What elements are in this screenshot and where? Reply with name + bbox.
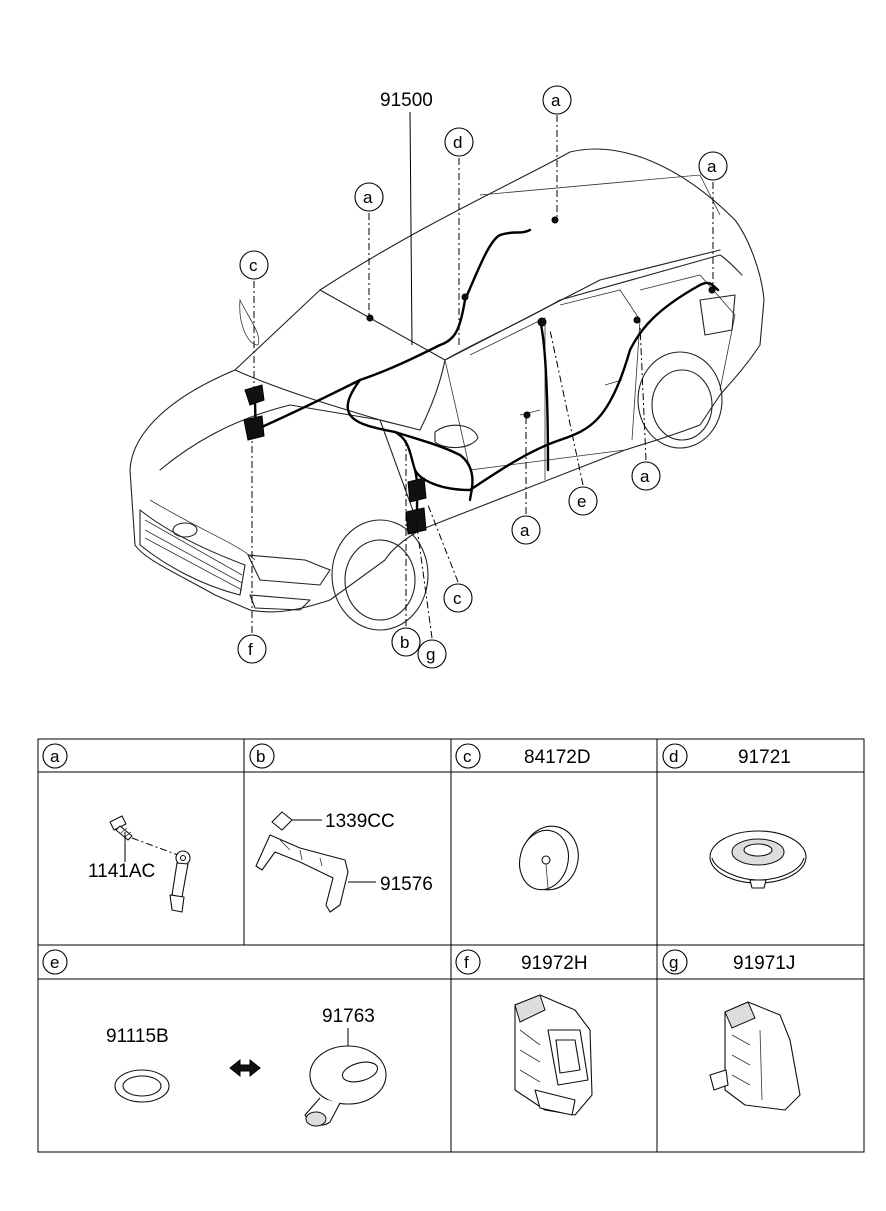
cell-c-header: c 84172D	[455, 743, 591, 769]
svg-text:c: c	[249, 256, 258, 275]
bolt-icon	[109, 815, 179, 856]
svg-text:a: a	[50, 747, 60, 766]
callout-b: b	[391, 627, 421, 657]
connector-housing-icon	[514, 994, 593, 1116]
cell-e-header: e	[42, 949, 68, 975]
callout-g: g	[417, 639, 447, 669]
svg-text:c: c	[463, 747, 472, 766]
svg-text:f: f	[464, 953, 469, 972]
tape-pad-icon	[519, 825, 579, 891]
cell-g-header: g 91971J	[662, 949, 795, 975]
svg-text:e: e	[577, 492, 586, 511]
svg-text:a: a	[551, 91, 561, 110]
svg-text:a: a	[707, 157, 717, 176]
callout-a-top: a	[542, 85, 572, 115]
cell-a-header: a	[42, 743, 68, 769]
callout-f: f	[237, 634, 267, 664]
svg-text:91721: 91721	[738, 747, 791, 768]
part-label-1339CC: 1339CC	[325, 811, 395, 832]
connectors	[243, 216, 716, 535]
car-illustration	[129, 148, 765, 631]
svg-text:a: a	[520, 521, 530, 540]
svg-text:a: a	[640, 467, 650, 486]
double-arrow-icon	[229, 1058, 261, 1078]
part-label-1141AC: 1141AC	[88, 861, 155, 882]
callout-leaders	[251, 115, 714, 639]
part-label-91115B: 91115B	[106, 1026, 169, 1047]
svg-text:91971J: 91971J	[733, 953, 795, 974]
callout-c-bottom: c	[443, 583, 473, 613]
svg-text:a: a	[363, 188, 373, 207]
cell-f-header: f 91972H	[455, 949, 588, 975]
main-part-label: 91500	[380, 90, 433, 111]
svg-text:g: g	[669, 953, 678, 972]
grommet-large-icon	[304, 1045, 387, 1127]
callout-c-left: c	[239, 250, 269, 280]
connector-cover-icon	[709, 1001, 801, 1111]
ground-terminal-icon	[169, 850, 191, 913]
svg-text:c: c	[453, 589, 462, 608]
svg-text:d: d	[453, 133, 462, 152]
svg-text:b: b	[256, 747, 265, 766]
cell-d-header: d 91721	[662, 743, 791, 769]
svg-text:84172D: 84172D	[524, 747, 591, 768]
svg-text:b: b	[400, 633, 409, 652]
svg-text:e: e	[50, 953, 59, 972]
callout-circles: a a d a c a e a c b g f	[237, 85, 728, 669]
svg-text:d: d	[669, 747, 678, 766]
part-label-91576: 91576	[380, 874, 433, 895]
svg-text:91972H: 91972H	[521, 953, 588, 974]
callout-a-door: a	[511, 515, 541, 545]
callout-a-right: a	[698, 151, 728, 181]
bracket-icon	[255, 811, 376, 913]
callout-d: d	[444, 127, 474, 157]
parts-table: a b c 84172D d 91721 e f 91972H g 91971J…	[37, 738, 865, 1153]
grommet-icon	[709, 830, 807, 889]
svg-text:g: g	[426, 645, 435, 664]
cell-b-header: b	[249, 743, 275, 769]
callout-a-roof: a	[354, 182, 384, 212]
callout-e: e	[568, 486, 598, 516]
part-label-91763: 91763	[322, 1006, 375, 1027]
ring-icon	[114, 1069, 170, 1103]
svg-text:f: f	[248, 640, 253, 659]
callout-a-rear: a	[631, 461, 661, 491]
